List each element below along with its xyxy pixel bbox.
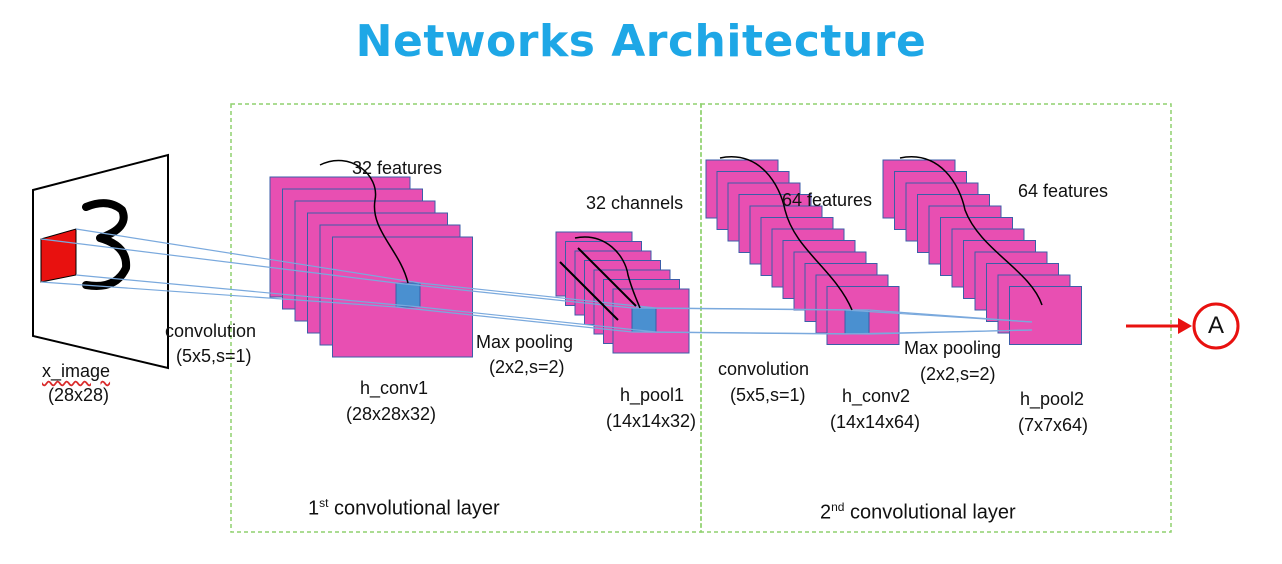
connector-line-2 — [75, 228, 421, 284]
pool1-slash-1 — [559, 261, 619, 321]
output-arrow-head — [1178, 318, 1192, 334]
h-pool2-label: h_pool2 — [1020, 389, 1085, 409]
pool1-kernel — [631, 307, 657, 333]
conv2-op-label: convolution — [718, 359, 810, 379]
pool1-channels-label: 32 channels — [586, 193, 684, 213]
pool1-slash-2 — [577, 247, 637, 307]
pool2-pointer-curve — [899, 156, 1043, 306]
h-conv1-label: h_conv1 — [360, 378, 429, 398]
connector-line-10 — [655, 307, 870, 311]
layer1-caption: 1st convolutional layer — [308, 496, 500, 520]
connector-line-7 — [395, 306, 633, 333]
layer2-caption: 2nd convolutional layer — [820, 500, 1016, 524]
h-pool2-map-12 — [1009, 286, 1082, 345]
conv2-op-params: (5x5,s=1) — [730, 385, 806, 405]
connector-line-14 — [868, 309, 1033, 323]
page-title: Networks Architecture — [355, 16, 927, 67]
pool1-op-label: Max pooling — [476, 332, 574, 352]
conv1-features-label: 32 features — [352, 158, 443, 178]
x-image-size: (28x28) — [48, 385, 110, 405]
h-pool2-size: (7x7x64) — [1018, 415, 1089, 435]
conv2-kernel — [844, 309, 870, 335]
connector-line-6 — [419, 282, 657, 309]
h-conv1-size: (28x28x32) — [346, 404, 437, 424]
conv2-features-label: 64 features — [782, 190, 873, 210]
x-image-label: x_image — [42, 361, 111, 381]
pool2-op-params: (2x2,s=2) — [920, 364, 996, 384]
h-conv2-label: h_conv2 — [842, 386, 911, 406]
connector-line-4 — [75, 274, 421, 308]
conv2-pointer-curve — [719, 156, 853, 311]
conv1-pointer-curve — [319, 159, 409, 284]
connector-line-12 — [655, 331, 870, 335]
conv1-op-label: convolution — [165, 321, 257, 341]
connector-line-1 — [40, 238, 397, 284]
pool1-op-params: (2x2,s=2) — [489, 357, 565, 377]
output-circle — [1192, 302, 1240, 350]
pool2-features-label: 64 features — [1018, 181, 1109, 201]
layer2-box — [700, 103, 1172, 533]
layer1-box — [230, 103, 702, 533]
output-label: A — [1207, 312, 1224, 339]
h-conv2-size: (14x14x64) — [830, 412, 921, 432]
conv1-op-params: (5x5,s=1) — [176, 346, 252, 366]
connector-line-3 — [40, 281, 397, 308]
h-pool1-label: h_pool1 — [620, 385, 685, 405]
pool2-op-label: Max pooling — [904, 338, 1002, 358]
connector-line-16 — [868, 329, 1033, 335]
connector-line-8 — [419, 306, 657, 333]
input-image-frame — [32, 153, 169, 370]
conv1-kernel — [395, 282, 421, 308]
pool1-pointer-curve — [574, 236, 641, 309]
connector-line-5 — [395, 282, 633, 309]
h-pool1-size: (14x14x32) — [606, 411, 697, 431]
